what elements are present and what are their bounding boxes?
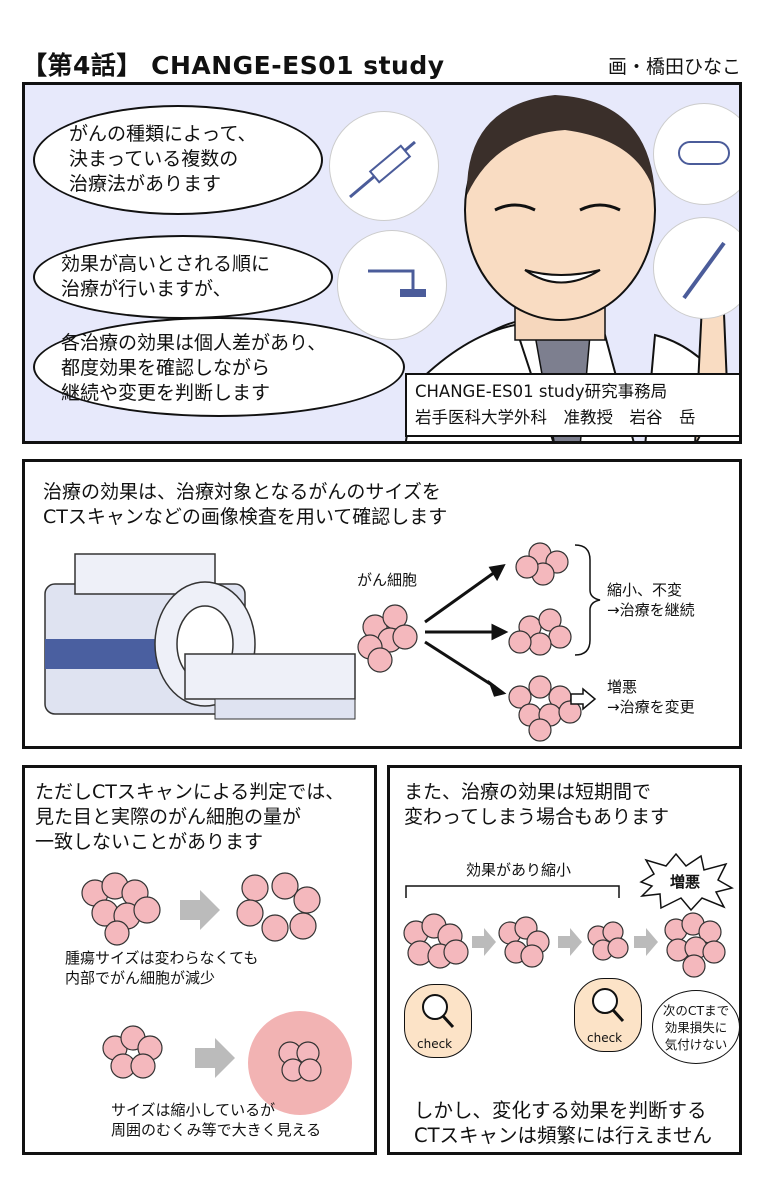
pill-icon	[653, 103, 739, 205]
bubble-1-text: がんの種類によって、 決まっている複数の 治療法があります	[69, 123, 257, 195]
cancer-cell-cluster	[357, 604, 418, 673]
cancer-cell-label: がん細胞	[357, 571, 418, 589]
shower-icon	[337, 230, 447, 340]
magnifier-icon	[592, 988, 625, 1023]
effect-label: 効果があり縮小	[466, 861, 572, 879]
check-label-1: check	[417, 1037, 453, 1051]
thought-bubble-text: 次のCTまで 効果損失に 気付けない	[662, 1003, 730, 1052]
caption-line-2: 岩手医科大学外科 准教授 岩谷 岳	[415, 408, 696, 427]
panel-ct-scan: 治療の効果は、治療対象となるがんのサイズを CTスキャンなどの画像検査を用いて確…	[22, 459, 742, 749]
burst-shape	[639, 852, 734, 912]
mismatch-diagram-2	[102, 1011, 352, 1115]
result-continue-text: 縮小、不変 →治療を継続	[607, 581, 695, 619]
progression-diagram	[403, 912, 726, 978]
result-bracket	[574, 544, 601, 656]
page-title: 【第4話】 CHANGE-ES01 study	[22, 51, 445, 80]
speech-bubble-2	[33, 235, 333, 319]
cell-shrink-cluster	[515, 542, 569, 586]
panel-3-text: ただしCTスキャンによる判定では、 見た目と実際のがん細胞の量が 一致しないこと…	[35, 781, 345, 853]
speech-bubble-1	[33, 105, 323, 215]
panel-short-term: また、治療の効果は短期間で 変わってしまう場合もあります 効果があり縮小 増悪 …	[387, 765, 742, 1155]
panel-4-text: また、治療の効果は短期間で 変わってしまう場合もあります	[404, 781, 670, 828]
caption-line-1: CHANGE-ES01 study研究事務局	[415, 382, 668, 401]
doctor-caption: CHANGE-ES01 study研究事務局 岩手医科大学外科 准教授 岩谷 岳	[405, 373, 739, 437]
cell-stable-cluster	[508, 608, 572, 656]
hollow-arrow-icon	[570, 687, 597, 711]
note-1-text: 腫瘍サイズは変わらなくても 内部でがん細胞が減少	[65, 949, 259, 987]
check-label-2: check	[587, 1031, 623, 1045]
panel-doctor: がんの種類によって、 決まっている複数の 治療法があります 効果が高いとされる順…	[22, 82, 742, 444]
magnifier-icon	[422, 994, 455, 1029]
check-bubble-1: check	[404, 984, 472, 1058]
cell-flow-diagram	[357, 542, 582, 742]
scalpel-icon	[653, 217, 739, 319]
syringe-icon	[329, 111, 439, 221]
mismatch-diagram-1	[81, 872, 321, 946]
ct-scanner-illustration	[44, 553, 356, 720]
bubble-2-text: 効果が高いとされる順に 治療が行いますが、	[61, 253, 271, 300]
burst-label: 増悪	[670, 873, 701, 891]
panel-ct-mismatch: ただしCTスキャンによる判定では、 見た目と実際のがん細胞の量が 一致しないこと…	[22, 765, 377, 1155]
effect-bracket	[405, 885, 620, 898]
speech-bubble-3	[33, 317, 405, 417]
artist-credit: 画・橋田ひなこ	[608, 56, 742, 78]
panel-4-bottom-text: しかし、変化する効果を判断する CTスキャンは頻繁には行えません	[414, 1099, 712, 1147]
thought-bubble	[652, 990, 739, 1064]
note-2-text: サイズは縮小しているが 周囲のむくみ等で大きく見える	[111, 1101, 322, 1139]
result-change-text: 増悪 →治療を変更	[607, 678, 695, 716]
cell-grow-cluster	[508, 675, 582, 742]
bubble-3-text: 各治療の効果は個人差があり、 都度効果を確認しながら 継続や変更を判断します	[61, 332, 327, 404]
check-bubble-2: check	[574, 978, 642, 1052]
panel-2-text: 治療の効果は、治療対象となるがんのサイズを CTスキャンなどの画像検査を用いて確…	[43, 481, 448, 528]
